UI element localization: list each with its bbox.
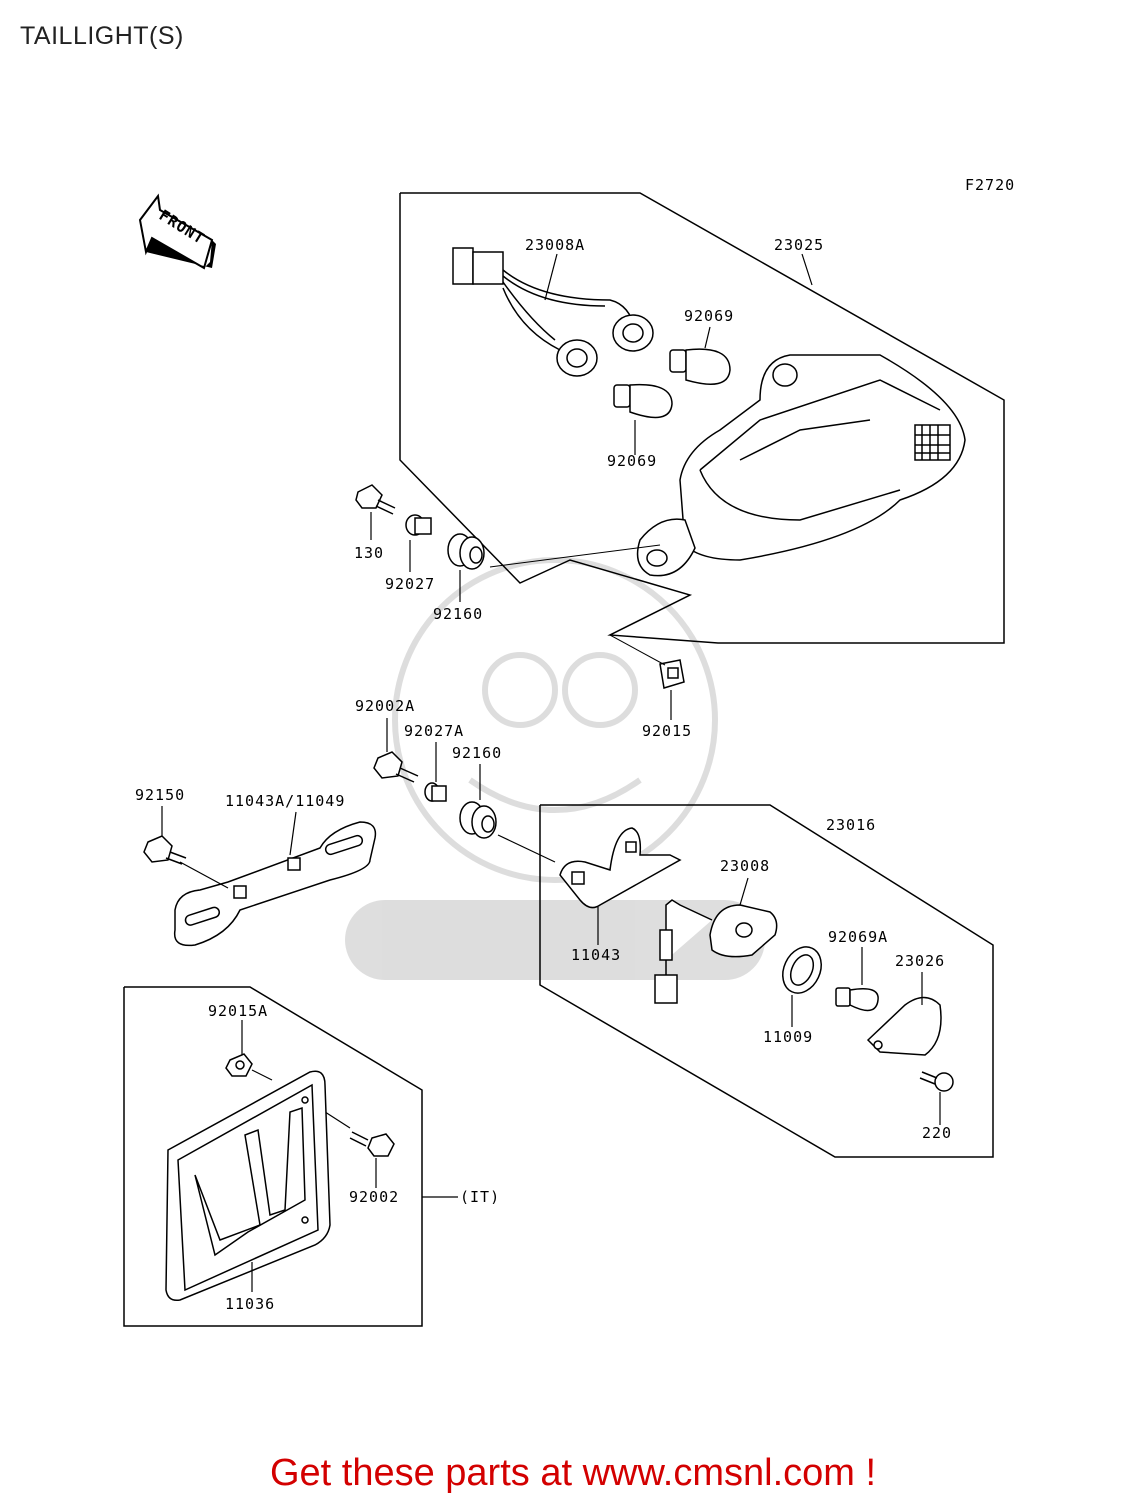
group-23016-outline	[539, 804, 994, 1158]
label-23016: 23016	[826, 816, 876, 834]
label-92150: 92150	[135, 786, 185, 804]
bracket-11043	[559, 827, 682, 909]
label-92069A: 92069A	[828, 928, 888, 946]
label-11043: 11043	[571, 946, 621, 964]
parts-diagram: WWW.CMSNL.COM F2720 FRONT	[123, 176, 1015, 1327]
taillight-housing-23025	[636, 354, 966, 577]
label-92015A: 92015A	[208, 1002, 268, 1020]
bolt-130	[355, 484, 396, 515]
label-92069-bottom: 92069	[607, 452, 657, 470]
label-92160-mid: 92160	[452, 744, 502, 762]
screw-220	[919, 1071, 954, 1092]
label-23026: 23026	[895, 952, 945, 970]
grommet-92160-top	[447, 533, 485, 570]
bolt-92002	[349, 1131, 395, 1157]
collar-92027	[405, 514, 432, 536]
figure-code: F2720	[965, 176, 1015, 194]
label-92027A: 92027A	[404, 722, 464, 740]
label-92002A: 92002A	[355, 697, 415, 715]
label-23025: 23025	[774, 236, 824, 254]
page-title: TAILLIGHT(S)	[20, 22, 184, 50]
grommet-92160-mid	[459, 801, 497, 839]
nut-92015A	[225, 1053, 253, 1077]
label-it: (IT)	[460, 1188, 500, 1206]
label-11009: 11009	[763, 1028, 813, 1046]
label-23008: 23008	[720, 857, 770, 875]
label-92069-top: 92069	[684, 307, 734, 325]
collar-92027A	[424, 782, 447, 802]
bolt-92002A	[373, 751, 419, 783]
label-130: 130	[354, 544, 384, 562]
gasket-11009	[782, 946, 822, 994]
label-23008A: 23008A	[525, 236, 585, 254]
group-it-outline	[123, 986, 423, 1327]
label-92002: 92002	[349, 1188, 399, 1206]
label-11036: 11036	[225, 1295, 275, 1313]
bulb-92069A	[835, 987, 879, 1012]
footer-link[interactable]: Get these parts at www.cmsnl.com !	[269, 1452, 877, 1494]
bracket-11043A-11049	[173, 821, 377, 947]
socket-23008	[654, 899, 778, 1004]
label-11043A-11049: 11043A/11049	[225, 792, 345, 810]
label-220: 220	[922, 1124, 952, 1142]
nut-92015	[659, 659, 685, 689]
bulb-92069-top	[669, 348, 731, 385]
wire-harness-23008A	[452, 247, 654, 377]
bulb-92069-bottom	[613, 383, 673, 419]
label-92027: 92027	[385, 575, 435, 593]
lens-23026	[866, 996, 942, 1056]
watermark-text: WWW.CMSNL.COM	[479, 942, 630, 959]
label-92160-top: 92160	[433, 605, 483, 623]
bolt-92150	[143, 835, 187, 865]
plate-holder-11036	[165, 1070, 331, 1302]
front-arrow-icon: FRONT	[138, 193, 216, 270]
label-92015: 92015	[642, 722, 692, 740]
